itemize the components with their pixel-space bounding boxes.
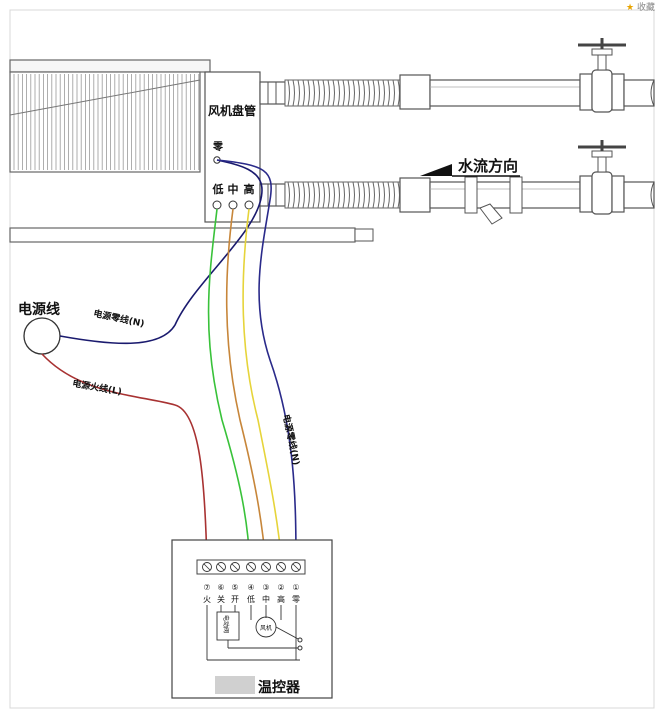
neutral-wire-label-top: 电源零线(N) (92, 307, 145, 330)
terminal-number: ③ (262, 583, 269, 592)
mid-speed-wire (225, 208, 267, 566)
terminal-name: 中 (262, 594, 270, 604)
fan-coil-unit: 风机盘管 零 低 中 高 (9, 59, 374, 243)
low-terminal (212, 200, 222, 210)
terminal-name: 低 (247, 594, 255, 604)
terminal-name: 关 (217, 594, 225, 604)
terminal-number: ⑦ (203, 583, 210, 592)
neutral-wire (59, 159, 263, 345)
upper-pipe (259, 38, 655, 113)
high-terminal-label: 高 (244, 182, 255, 196)
star-icon: ★ (626, 3, 635, 13)
neutral-wire-2 (216, 159, 297, 566)
thermostat-label: 温控器 (258, 679, 301, 696)
terminal-number: ① (292, 583, 299, 592)
terminal-number: ⑤ (231, 583, 238, 592)
bookmark-badge[interactable]: ★ 收藏 (626, 0, 655, 13)
high-speed-wire (242, 208, 283, 566)
fan-label: 风机 (260, 624, 272, 632)
neutral-terminal-label: 零 (212, 140, 224, 153)
power-source-circle (23, 317, 61, 355)
flow-direction-arrow-icon (420, 164, 452, 176)
power-line-label: 电源线 (18, 301, 60, 318)
terminal-number: ④ (247, 583, 254, 592)
neutral-wire-label-right: 电源零线(N) (280, 413, 303, 466)
live-wire-label: 电源火线(L) (71, 377, 122, 397)
terminal-name: 火 (203, 595, 211, 604)
terminal-name: 零 (292, 595, 300, 604)
valve-box-label: 电动阀 (222, 615, 230, 633)
bookmark-text: 收藏 (636, 3, 655, 13)
wires (41, 159, 297, 566)
terminal-number: ② (277, 583, 284, 592)
live-wire (41, 353, 208, 566)
low-speed-wire (207, 208, 251, 566)
terminal-name: 开 (231, 595, 239, 604)
terminal-number: ⑥ (217, 583, 224, 592)
low-terminal-label: 低 (212, 182, 224, 196)
lower-pipe: 水流方向 (259, 140, 655, 225)
blurred-brand (215, 676, 255, 694)
terminal-name: 高 (277, 594, 285, 604)
power-source: 电源线 (18, 301, 61, 355)
high-terminal (244, 200, 254, 210)
mid-terminal (228, 200, 238, 210)
water-flow-label: 水流方向 (458, 157, 518, 175)
fan-coil-label: 风机盘管 (208, 103, 256, 118)
mid-terminal-label: 中 (228, 182, 239, 196)
